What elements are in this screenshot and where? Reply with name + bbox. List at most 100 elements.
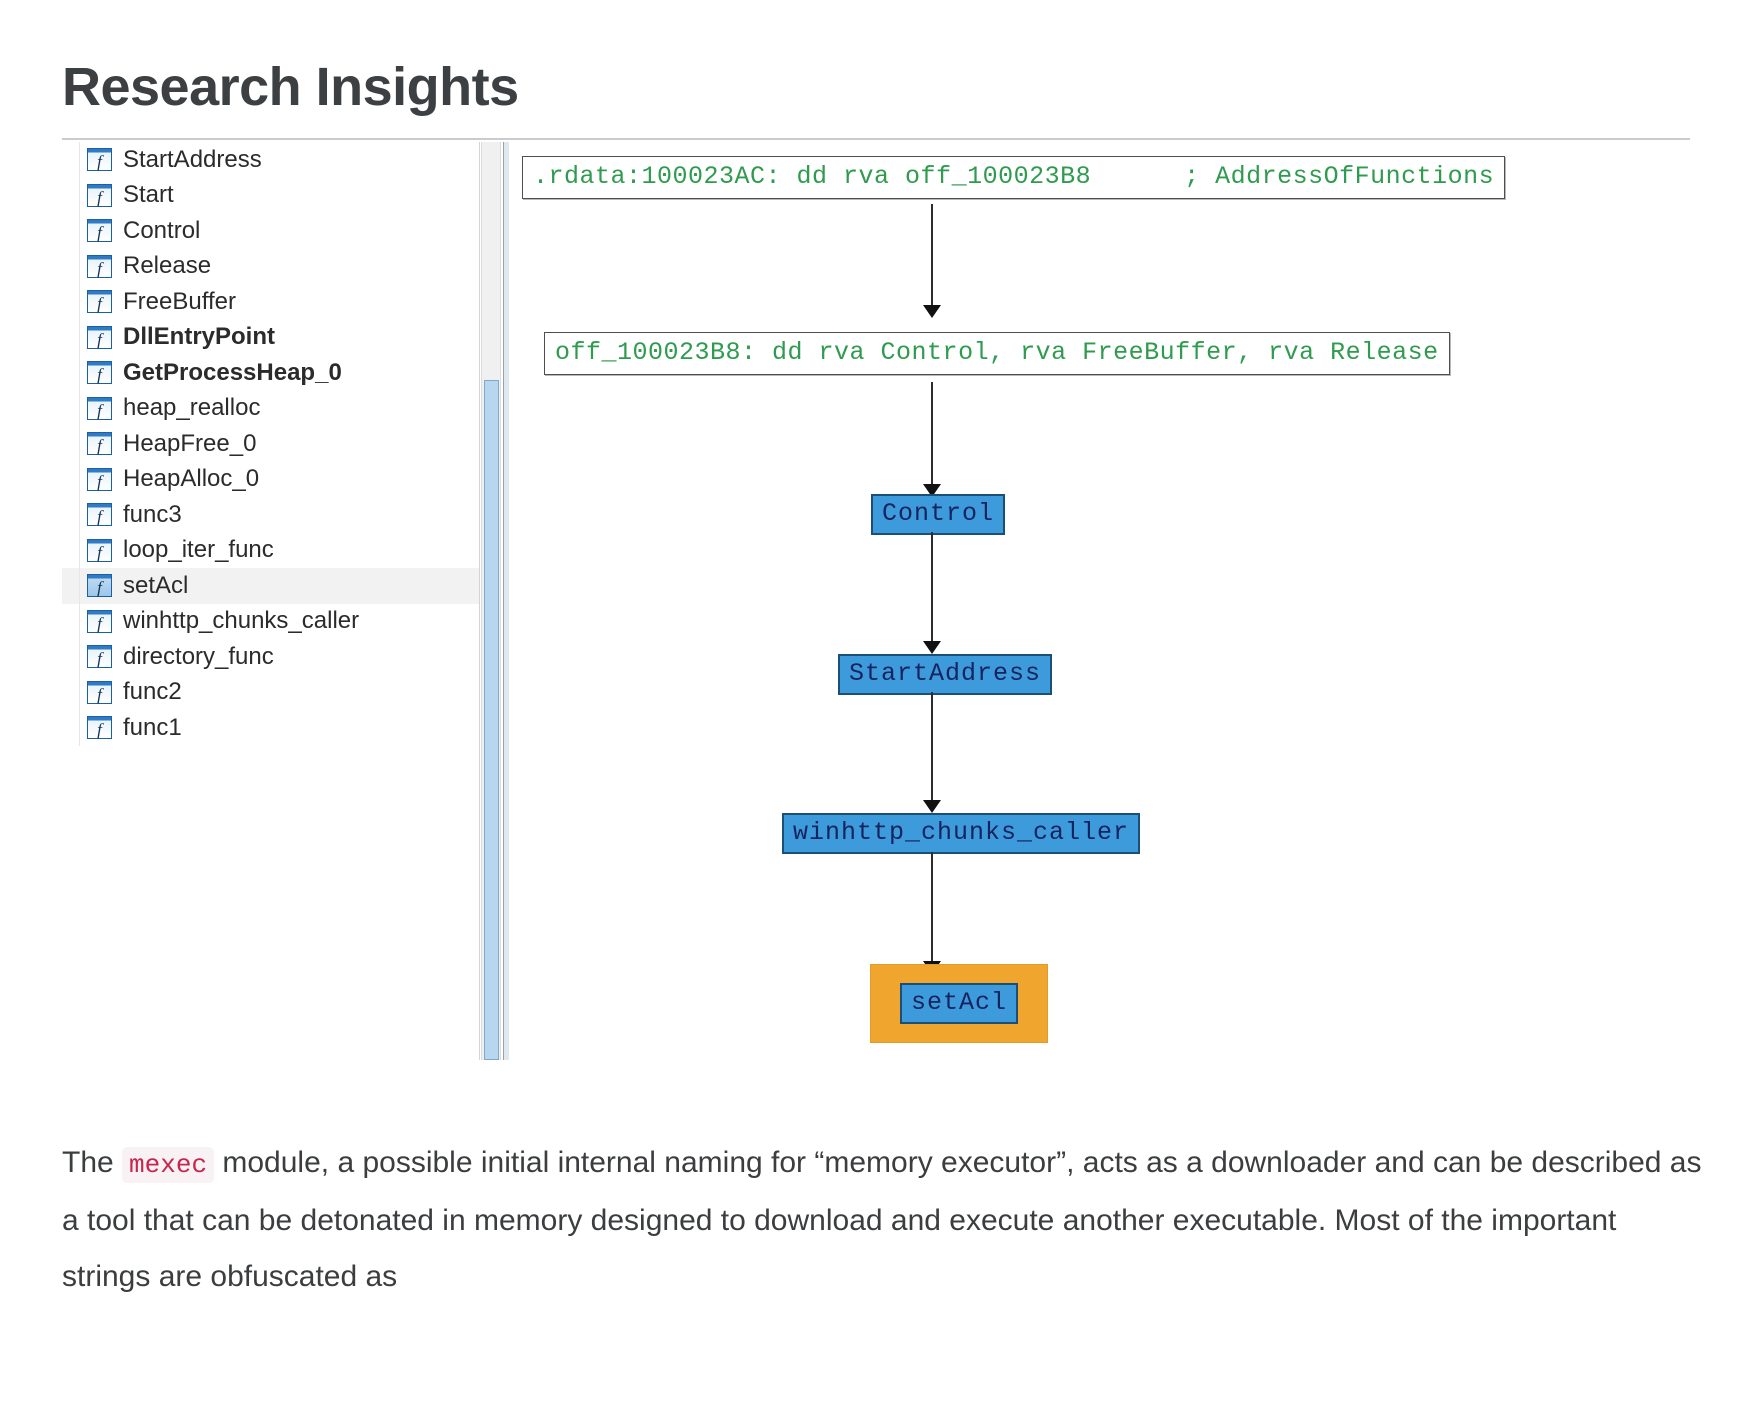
function-list-item[interactable]: f winhttp_chunks_caller	[62, 603, 479, 639]
function-icon-glyph: f	[97, 436, 102, 456]
list-gutter	[68, 355, 80, 391]
function-icon-glyph: f	[97, 223, 102, 243]
function-icon: f	[87, 574, 112, 598]
list-gutter	[68, 284, 80, 320]
function-name-label: Release	[123, 252, 212, 280]
function-icon-glyph: f	[97, 187, 102, 207]
function-name-label: Control	[123, 216, 201, 244]
function-icon: f	[87, 432, 112, 456]
function-icon-glyph: f	[97, 471, 102, 491]
edge-winhttp-setacl	[931, 852, 933, 963]
function-icon: f	[87, 609, 112, 633]
function-icon-glyph: f	[97, 578, 102, 598]
list-gutter	[68, 142, 80, 178]
function-list-item[interactable]: f HeapFree_0	[62, 426, 479, 462]
graph-node-setacl[interactable]: setAcl	[900, 983, 1019, 1024]
function-name-label: FreeBuffer	[123, 287, 236, 315]
graph-node-winhttp-chunks-caller[interactable]: winhttp_chunks_caller	[782, 813, 1141, 854]
list-gutter	[68, 461, 80, 497]
function-list-item[interactable]: f func3	[62, 497, 479, 533]
asm-node-off100023b8[interactable]: off_100023B8: dd rva Control, rva FreeBu…	[544, 332, 1450, 375]
function-list-item[interactable]: f setAcl	[62, 568, 479, 604]
function-icon: f	[87, 680, 112, 704]
list-gutter	[68, 319, 80, 355]
function-name-label: DllEntryPoint	[123, 323, 276, 351]
function-name-label: func1	[123, 713, 182, 741]
function-icon: f	[87, 716, 112, 740]
edge-control-startaddress	[931, 532, 933, 643]
list-gutter	[68, 213, 80, 249]
function-list-item[interactable]: f func2	[62, 674, 479, 710]
function-list-item[interactable]: f Release	[62, 248, 479, 284]
function-icon-glyph: f	[97, 400, 102, 420]
inline-code-mexec: mexec	[122, 1147, 215, 1183]
paragraph-part-2: module, a possible initial internal nami…	[62, 1146, 1702, 1293]
function-icon: f	[87, 396, 112, 420]
arrowhead-asm1-asm2	[923, 305, 941, 318]
arrowhead-control-startaddress	[923, 641, 941, 654]
function-icon: f	[87, 219, 112, 243]
body-paragraph: The mexec module, a possible initial int…	[62, 1135, 1702, 1305]
function-name-label: func3	[123, 500, 182, 528]
function-icon: f	[87, 467, 112, 491]
function-icon-glyph: f	[97, 507, 102, 527]
function-list-item[interactable]: f DllEntryPoint	[62, 319, 479, 355]
edge-startaddress-winhttp	[931, 692, 933, 802]
list-gutter	[68, 603, 80, 639]
arrowhead-asm2-control	[923, 484, 941, 497]
graph-view-pane[interactable]: .rdata:100023AC: dd rva off_100023B8 ; A…	[503, 142, 1690, 1060]
function-icon: f	[87, 503, 112, 527]
list-gutter	[68, 390, 80, 426]
function-name-label: loop_iter_func	[123, 536, 274, 564]
function-list-item[interactable]: f FreeBuffer	[62, 284, 479, 320]
list-gutter	[68, 177, 80, 213]
function-name-label: func2	[123, 678, 182, 706]
function-icon: f	[87, 325, 112, 349]
function-name-label: setAcl	[123, 571, 189, 599]
graph-node-startaddress[interactable]: StartAddress	[838, 654, 1053, 695]
function-list-item[interactable]: f Start	[62, 177, 479, 213]
function-icon-glyph: f	[97, 294, 102, 314]
function-icon-glyph: f	[97, 365, 102, 385]
function-name-label: HeapFree_0	[123, 429, 257, 457]
edge-asm2-control	[931, 382, 933, 486]
function-icon-glyph: f	[97, 613, 102, 633]
list-gutter	[68, 568, 80, 604]
function-icon-glyph: f	[97, 649, 102, 669]
function-name-label: directory_func	[123, 642, 274, 670]
list-gutter	[68, 497, 80, 533]
function-name-label: GetProcessHeap_0	[123, 358, 342, 386]
function-name-label: StartAddress	[123, 145, 262, 173]
function-list-item[interactable]: f Control	[62, 213, 479, 249]
function-name-label: winhttp_chunks_caller	[123, 607, 360, 635]
function-name-label: heap_realloc	[123, 394, 261, 422]
function-icon: f	[87, 538, 112, 562]
function-list-item[interactable]: f loop_iter_func	[62, 532, 479, 568]
scrollbar-thumb[interactable]	[484, 380, 499, 1060]
function-icon-glyph: f	[97, 329, 102, 349]
function-icon: f	[87, 183, 112, 207]
graph-node-control[interactable]: Control	[871, 494, 1006, 535]
function-list-item[interactable]: f StartAddress	[62, 142, 479, 178]
list-gutter	[68, 639, 80, 675]
function-icon: f	[87, 290, 112, 314]
function-icon-glyph: f	[97, 258, 102, 278]
function-list-item[interactable]: f heap_realloc	[62, 390, 479, 426]
function-list-item[interactable]: f GetProcessHeap_0	[62, 355, 479, 391]
list-gutter	[68, 710, 80, 746]
list-gutter	[68, 248, 80, 284]
function-icon-glyph: f	[97, 720, 102, 740]
function-icon-glyph: f	[97, 542, 102, 562]
asm-node-addressoffunctions[interactable]: .rdata:100023AC: dd rva off_100023B8 ; A…	[522, 156, 1506, 199]
function-list-item[interactable]: f func1	[62, 710, 479, 746]
function-name-label: Start	[123, 181, 174, 209]
functions-pane-scrollbar[interactable]	[481, 142, 501, 1060]
function-icon-glyph: f	[97, 152, 102, 172]
function-list-item[interactable]: f directory_func	[62, 639, 479, 675]
list-gutter	[68, 426, 80, 462]
function-icon: f	[87, 645, 112, 669]
paragraph-part-1: The	[62, 1146, 123, 1179]
